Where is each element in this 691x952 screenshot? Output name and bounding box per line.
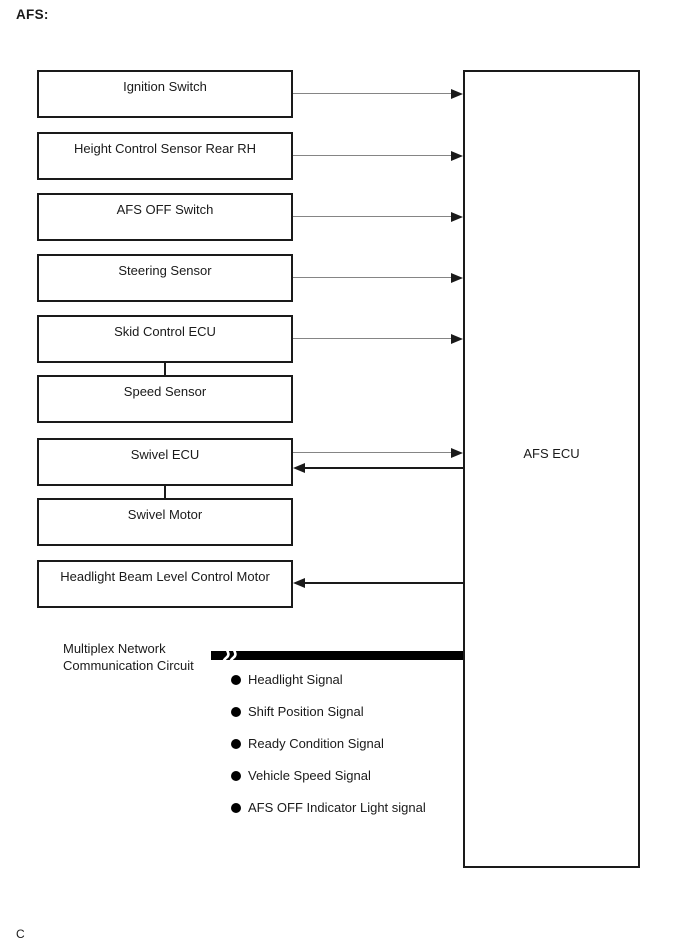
- page-footer: C: [16, 927, 25, 941]
- arrow-line: [293, 93, 451, 94]
- bullet-icon: [231, 739, 241, 749]
- box-label: Headlight Beam Level Control Motor: [60, 569, 270, 584]
- arrowhead-left: [293, 463, 305, 473]
- arrowhead-left: [293, 578, 305, 588]
- signal-item: Headlight Signal: [231, 672, 343, 687]
- arrow-line: [305, 467, 463, 469]
- box-speed-sensor: Speed Sensor: [37, 375, 293, 423]
- bus-bar-line: [211, 651, 463, 660]
- arrowhead-right: [451, 334, 463, 344]
- box-label: Steering Sensor: [118, 263, 212, 278]
- signal-item: Vehicle Speed Signal: [231, 768, 371, 783]
- arrow-line: [293, 155, 451, 156]
- box-label: Height Control Sensor Rear RH: [73, 141, 257, 156]
- box-headlight-beam-level-control-motor: Headlight Beam Level Control Motor: [37, 560, 293, 608]
- signal-label: Headlight Signal: [248, 672, 343, 687]
- arrowhead-right: [451, 212, 463, 222]
- box-label: Ignition Switch: [123, 79, 207, 94]
- bus-bar: [211, 642, 463, 667]
- signal-item: AFS OFF Indicator Light signal: [231, 800, 426, 815]
- box-swivel-ecu: Swivel ECU: [37, 438, 293, 486]
- box-height-control-sensor-rear-rh: Height Control Sensor Rear RH: [37, 132, 293, 180]
- arrowhead-right: [451, 151, 463, 161]
- box-label: Swivel Motor: [127, 507, 203, 522]
- link-swivel-ecu-to-swivel-motor: [164, 484, 166, 499]
- signal-item: Shift Position Signal: [231, 704, 364, 719]
- bus-break-icon: [222, 642, 237, 667]
- signal-label: Vehicle Speed Signal: [248, 768, 371, 783]
- arrow-line: [293, 277, 451, 278]
- box-skid-control-ecu: Skid Control ECU: [37, 315, 293, 363]
- multiplex-network-label: Multiplex Network Communication Circuit: [63, 641, 194, 673]
- arrow-line: [293, 452, 451, 453]
- afs-ecu-label: AFS ECU: [523, 446, 580, 461]
- bullet-icon: [231, 707, 241, 717]
- bullet-icon: [231, 675, 241, 685]
- box-afs-off-switch: AFS OFF Switch: [37, 193, 293, 241]
- arrowhead-right: [451, 273, 463, 283]
- arrowhead-right: [451, 89, 463, 99]
- signal-label: Ready Condition Signal: [248, 736, 384, 751]
- arrow-line: [293, 216, 451, 217]
- box-label: Skid Control ECU: [114, 324, 216, 339]
- box-swivel-motor: Swivel Motor: [37, 498, 293, 546]
- signal-label: AFS OFF Indicator Light signal: [248, 800, 426, 815]
- arrow-line: [305, 582, 463, 584]
- box-label: Speed Sensor: [123, 384, 207, 399]
- arrowhead-right: [451, 448, 463, 458]
- bullet-icon: [231, 771, 241, 781]
- box-steering-sensor: Steering Sensor: [37, 254, 293, 302]
- link-skid-control-to-speed-sensor: [164, 361, 166, 376]
- page-title: AFS:: [16, 7, 49, 22]
- arrow-line: [293, 338, 451, 339]
- box-afs-ecu: [463, 70, 640, 868]
- box-label: AFS OFF Switch: [116, 202, 214, 217]
- box-ignition-switch: Ignition Switch: [37, 70, 293, 118]
- box-label: Swivel ECU: [130, 447, 200, 462]
- bullet-icon: [231, 803, 241, 813]
- signal-label: Shift Position Signal: [248, 704, 364, 719]
- signal-item: Ready Condition Signal: [231, 736, 384, 751]
